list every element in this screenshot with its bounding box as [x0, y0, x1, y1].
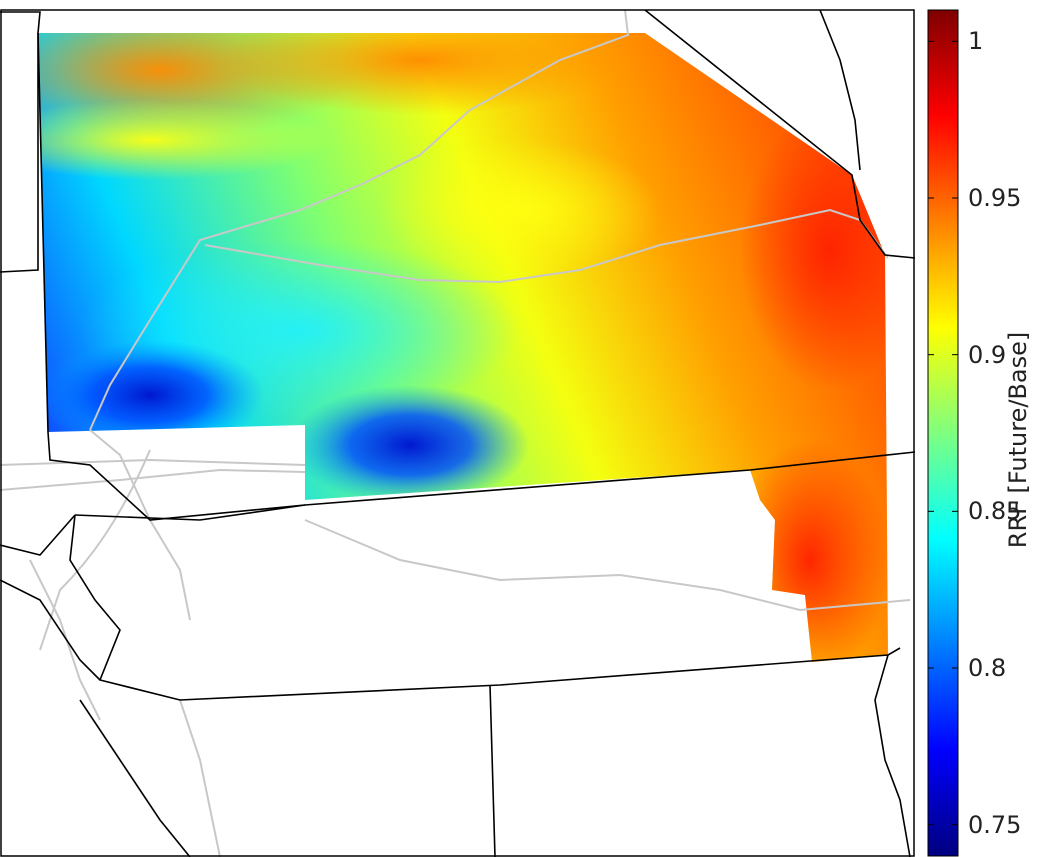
colorbar — [927, 9, 959, 857]
boundary-river-south — [874, 654, 911, 857]
colorbar-tick-label: 0.8 — [968, 654, 1007, 682]
boundary-county-west — [0, 514, 76, 556]
road-south-1 — [0, 458, 306, 466]
boundary-northeast — [644, 9, 916, 259]
road-south-6 — [179, 699, 221, 857]
boundaries — [0, 9, 916, 857]
rrf-orange-north-center — [220, 33, 620, 115]
road-south-4 — [304, 519, 911, 612]
boundary-coastline-2 — [79, 699, 191, 857]
rrf-yellow-band — [38, 100, 330, 180]
boundary-county-south-1 — [489, 684, 496, 857]
boundary-river-north — [819, 9, 861, 171]
map-frame — [0, 9, 915, 857]
road-south-2 — [0, 468, 306, 491]
colorbar-border — [927, 9, 959, 857]
colorbar-tick-label: 0.75 — [968, 810, 1022, 839]
colorbar-tick-label: 1 — [968, 27, 984, 56]
rrf-red-east — [740, 110, 888, 390]
rrf-red-southeast — [730, 440, 888, 662]
rrf-field — [38, 33, 888, 662]
road-network — [0, 9, 911, 857]
boundary-county-mid — [74, 504, 306, 521]
colorbar-tick-label: 0.85 — [968, 497, 1022, 526]
colorbar-title-text: RRF [Future/Base] — [1004, 331, 1032, 549]
colorbar-ticks — [928, 40, 958, 826]
road-northwest — [89, 9, 630, 431]
boundary-coastline-1 — [0, 579, 101, 681]
road-central — [204, 208, 889, 284]
boundary-west-edge — [0, 33, 39, 273]
colorbar-gradient — [928, 10, 958, 856]
rrf-yellow-center — [380, 140, 660, 280]
rrf-blue-south — [290, 385, 530, 505]
boundary-county-north — [0, 11, 916, 521]
rrf-blue-west — [38, 340, 265, 450]
road-coast — [29, 559, 101, 721]
road-south-3 — [89, 429, 191, 621]
road-south-5 — [39, 449, 151, 651]
colorbar-tick-label: 0.95 — [968, 184, 1022, 212]
colorbar-tick-label: 0.9 — [968, 340, 1007, 369]
